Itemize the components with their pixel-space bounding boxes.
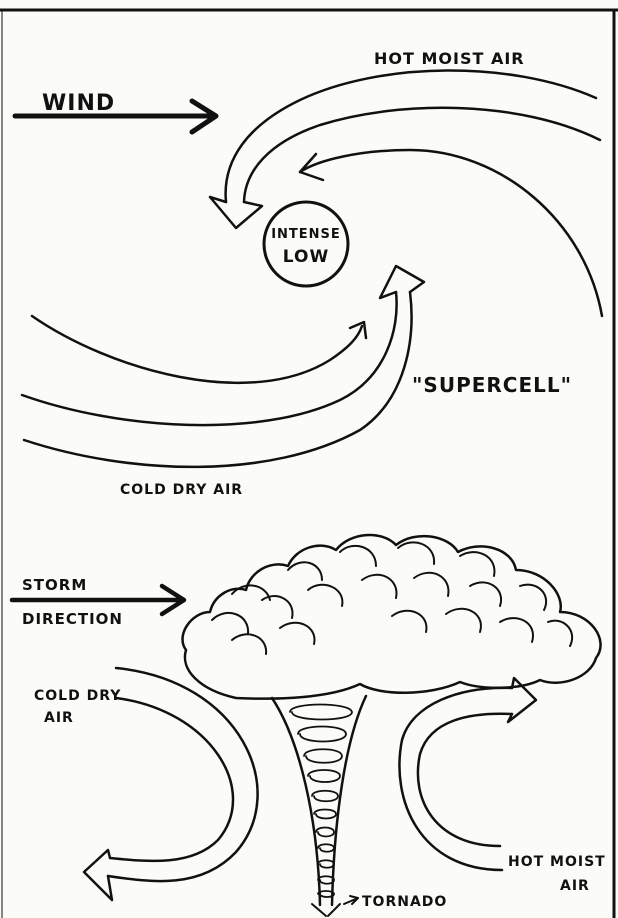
hot-moist-air-label-line1: HOT MOIST xyxy=(508,854,606,870)
wind-label: WIND xyxy=(42,91,115,116)
hot-moist-air-label-line2: AIR xyxy=(560,878,590,894)
hot-moist-air-arrow xyxy=(398,676,538,872)
right-inflow-line xyxy=(298,148,604,318)
cold-dry-air-arrow xyxy=(82,666,259,902)
cold-dry-air-label-line2: AIR xyxy=(44,710,74,726)
inner-cold-line xyxy=(30,314,368,385)
tornado-label: TORNADO xyxy=(362,894,447,910)
storm-cloud xyxy=(181,533,602,700)
intense-low-label-line2: LOW xyxy=(283,247,329,267)
wind-arrow xyxy=(12,98,219,135)
tornado-pointer xyxy=(343,895,359,905)
storm-direction-label-line2: DIRECTION xyxy=(22,610,123,628)
intense-low-circle xyxy=(262,200,350,288)
cold-dry-air-label: COLD DRY AIR xyxy=(120,482,243,498)
storm-direction-arrow xyxy=(9,583,187,617)
storm-direction-label-line1: STORM xyxy=(22,576,87,594)
intense-low-label-line1: INTENSE xyxy=(271,227,341,242)
tornado-funnel xyxy=(270,694,368,917)
cold-air-inflow-arrow xyxy=(20,264,426,469)
hot-moist-air-label: HOT MOIST AIR xyxy=(374,49,525,68)
supercell-label: "SUPERCELL" xyxy=(412,373,572,397)
hot-air-inflow-arrow xyxy=(208,69,602,230)
cold-dry-air-label-line1: COLD DRY xyxy=(34,688,121,704)
